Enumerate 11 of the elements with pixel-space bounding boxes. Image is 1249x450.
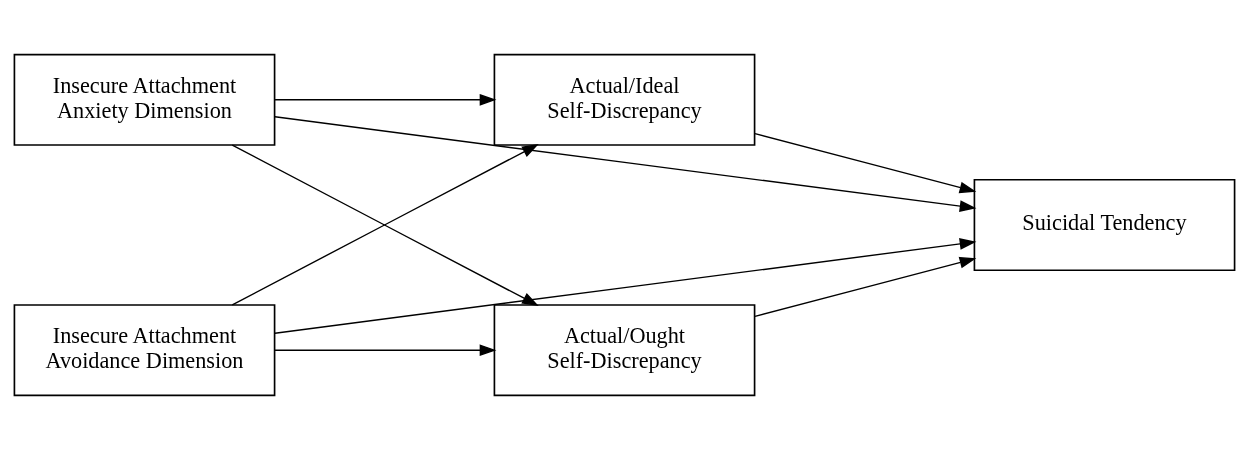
arrow [274, 238, 977, 334]
node-box: Insecure Attachment Avoidance Dimension [13, 304, 276, 397]
arrow [274, 93, 497, 106]
arrow [754, 132, 977, 194]
node-box: Suicidal Tendency [973, 178, 1236, 272]
node-box: Actual/Ideal Self-Discrepancy [493, 53, 756, 146]
node-box: Actual/Ought Self-Discrepancy [493, 304, 756, 397]
node-box: Insecure Attachment Anxiety Dimension [13, 53, 276, 146]
arrow [274, 116, 977, 212]
arrow [754, 256, 977, 318]
arrow [274, 344, 497, 357]
